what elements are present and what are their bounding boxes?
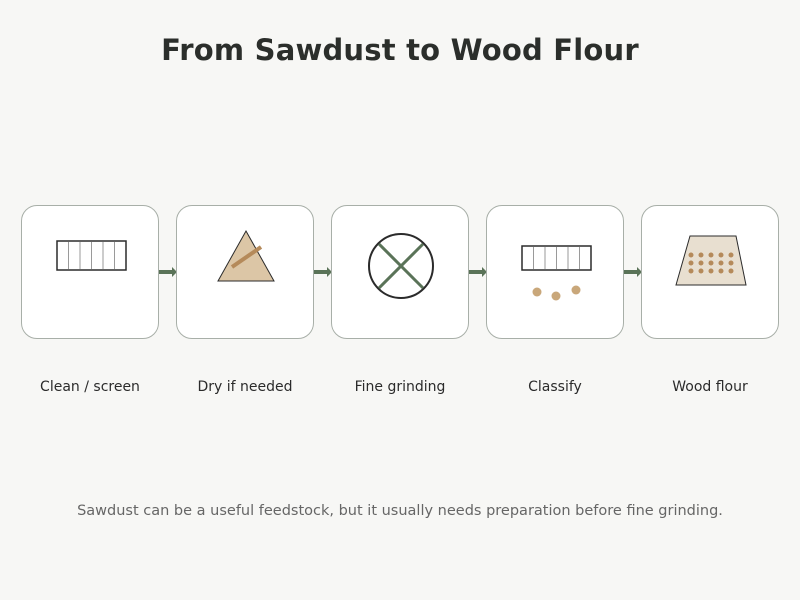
- step-card-classify: [486, 205, 624, 339]
- step-label-clean-screen: Clean / screen: [40, 379, 140, 395]
- grinding-mill-icon: [368, 233, 434, 299]
- wood-flour-bin-icon: [675, 235, 747, 286]
- step-card-dry: [176, 205, 314, 339]
- diagram-title: From Sawdust to Wood Flour: [161, 33, 639, 67]
- step-label-classify: Classify: [528, 379, 582, 395]
- screen-icon: [56, 240, 127, 271]
- step-card-wood-flour: [641, 205, 779, 339]
- arrow-right-icon: [624, 267, 642, 277]
- classifier-icon: [521, 245, 592, 301]
- arrow-right-icon: [159, 267, 177, 277]
- step-label-dry: Dry if needed: [197, 379, 293, 395]
- step-card-clean-screen: [21, 205, 159, 339]
- diagram-caption: Sawdust can be a useful feedstock, but i…: [77, 503, 723, 519]
- drying-pile-icon: [217, 229, 275, 282]
- step-label-wood-flour: Wood flour: [672, 379, 748, 395]
- step-label-fine-grinding: Fine grinding: [354, 379, 446, 395]
- step-card-fine-grinding: [331, 205, 469, 339]
- arrow-right-icon: [314, 267, 332, 277]
- arrow-right-icon: [469, 267, 487, 277]
